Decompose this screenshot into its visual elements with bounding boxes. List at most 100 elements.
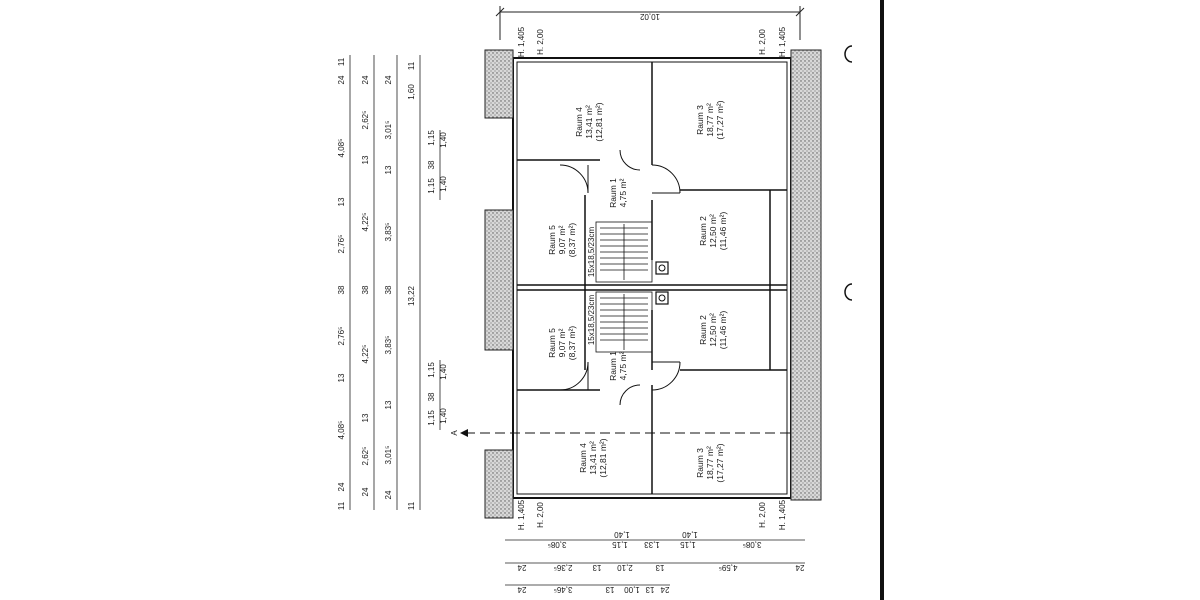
height-mark: H. 1,405	[778, 26, 787, 57]
section-marker: A	[450, 430, 459, 436]
overall-width-label: 10,02	[639, 12, 660, 21]
svg-text:24: 24	[361, 75, 370, 84]
svg-text:2,36⁵: 2,36⁵	[554, 563, 573, 572]
interior-walls	[517, 62, 787, 494]
bottom-dimension-lines	[505, 539, 805, 586]
left-dim-col2: 24 2,62⁵ 13 4,22⁵ 38 4,22⁵ 13 2,62⁵ 24	[361, 75, 370, 496]
svg-text:3,83⁵: 3,83⁵	[384, 336, 393, 355]
svg-text:24: 24	[361, 487, 370, 496]
height-mark: H. 2,00	[758, 502, 767, 528]
svg-text:4,08⁵: 4,08⁵	[337, 139, 346, 158]
svg-text:13: 13	[645, 585, 654, 594]
svg-text:1,40: 1,40	[439, 176, 448, 192]
svg-text:38: 38	[427, 392, 436, 401]
svg-text:Raum 1: Raum 1	[608, 178, 618, 208]
svg-text:24: 24	[517, 585, 526, 594]
svg-text:1,40: 1,40	[682, 530, 698, 539]
section-arrow	[460, 429, 468, 437]
hatched-wall-block	[484, 209, 514, 351]
svg-text:Raum 4: Raum 4	[578, 443, 588, 473]
hatched-wall-block	[484, 49, 514, 119]
svg-text:1,33: 1,33	[644, 540, 660, 549]
svg-text:13,41 m²: 13,41 m²	[588, 441, 598, 475]
height-mark: H. 1,405	[517, 26, 526, 57]
svg-text:4,59⁵: 4,59⁵	[719, 563, 738, 572]
svg-text:38: 38	[361, 285, 370, 294]
svg-text:Raum 3: Raum 3	[695, 105, 705, 135]
svg-text:2,76⁵: 2,76⁵	[337, 235, 346, 254]
svg-text:24: 24	[660, 585, 669, 594]
height-mark: H. 1,405	[517, 499, 526, 530]
svg-text:3,46⁵: 3,46⁵	[554, 585, 573, 594]
svg-text:9,07 m²: 9,07 m²	[557, 225, 567, 254]
svg-text:2,62⁵: 2,62⁵	[361, 447, 370, 466]
svg-text:(11,46 m²): (11,46 m²)	[718, 311, 728, 350]
svg-text:1,15: 1,15	[427, 362, 436, 378]
svg-text:24: 24	[384, 75, 393, 84]
hatched-wall-block	[484, 449, 514, 519]
svg-text:Raum 5: Raum 5	[547, 328, 557, 358]
chimney-flue	[658, 264, 666, 272]
svg-text:4,75 m²: 4,75 m²	[618, 178, 628, 207]
svg-text:24: 24	[795, 563, 804, 572]
svg-text:Raum 1: Raum 1	[608, 351, 618, 381]
svg-text:24: 24	[337, 482, 346, 491]
left-small-dims-bottom: 1,15 1,40 38 1,40 1,15	[427, 362, 448, 426]
chimney-square	[655, 291, 669, 305]
svg-text:13: 13	[384, 165, 393, 174]
chimney-square	[655, 261, 669, 275]
room-label-raum-5-top: Raum 5 9,07 m² (8,37 m²)	[547, 223, 577, 258]
window-marks	[545, 57, 735, 499]
bottom-dim-row1: 3,08⁵ 1,15 1,33 1,15 3,08⁵ 1,40 1,40	[548, 530, 762, 549]
left-dim-col4: 11 1,60 13,22 11	[407, 61, 416, 510]
stair-label: 15x18,5/23cm	[587, 227, 596, 278]
room-label-raum-1-top: Raum 1 4,75 m²	[608, 178, 628, 208]
svg-text:1,40: 1,40	[439, 364, 448, 380]
svg-text:Raum 5: Raum 5	[547, 225, 557, 255]
svg-text:(17,27 m²): (17,27 m²)	[715, 100, 725, 139]
svg-text:3,08⁵: 3,08⁵	[743, 540, 762, 549]
hatched-wall-block	[790, 49, 822, 501]
svg-text:38: 38	[337, 285, 346, 294]
chimney-flue	[658, 294, 666, 302]
svg-text:38: 38	[427, 160, 436, 169]
svg-text:1,15: 1,15	[427, 130, 436, 146]
svg-text:18,77 m²: 18,77 m²	[705, 103, 715, 137]
height-mark: H. 2,00	[536, 502, 545, 528]
svg-text:2,10: 2,10	[617, 563, 633, 572]
overall-width-dimension	[495, 6, 805, 40]
height-mark: H. 1,405	[778, 499, 787, 530]
svg-text:3,08⁵: 3,08⁵	[548, 540, 567, 549]
svg-text:1,40: 1,40	[439, 132, 448, 148]
height-mark: H. 2,00	[758, 29, 767, 55]
svg-text:24: 24	[384, 490, 393, 499]
svg-text:(8,37 m²): (8,37 m²)	[567, 326, 577, 361]
svg-text:3,01⁵: 3,01⁵	[384, 446, 393, 465]
svg-text:11: 11	[407, 61, 416, 70]
svg-text:13: 13	[361, 155, 370, 164]
svg-text:Raum 2: Raum 2	[698, 216, 708, 246]
staircase-lower	[595, 291, 653, 353]
svg-text:13,41 m²: 13,41 m²	[584, 105, 594, 139]
svg-text:1,15: 1,15	[680, 540, 696, 549]
svg-text:13: 13	[384, 400, 393, 409]
svg-text:2,62⁵: 2,62⁵	[361, 111, 370, 130]
svg-text:18,77 m²: 18,77 m²	[705, 446, 715, 480]
room-label-raum-1-bottom: Raum 1 4,75 m²	[608, 351, 628, 381]
svg-text:24: 24	[337, 75, 346, 84]
door-swings	[559, 149, 681, 406]
svg-text:13: 13	[655, 563, 664, 572]
room-label-raum-3-top: Raum 3 18,77 m² (17,27 m²)	[695, 100, 725, 139]
left-small-dims-top: 1,15 1,40 38 1,40 1,15	[427, 130, 448, 194]
svg-text:38: 38	[384, 285, 393, 294]
room-label-raum-4-top: Raum 4 13,41 m² (12,81 m²)	[574, 102, 604, 141]
punch-hole-mark	[844, 283, 853, 301]
svg-text:13,22: 13,22	[407, 285, 416, 306]
svg-text:1,15: 1,15	[612, 540, 628, 549]
svg-text:1,00: 1,00	[624, 585, 640, 594]
left-dim-col1: 11 24 4,08⁵ 13 2,76⁵ 38 2,76⁵ 13 4,08⁵ 2…	[337, 57, 346, 510]
svg-text:(11,46 m²): (11,46 m²)	[718, 212, 728, 251]
svg-text:Raum 2: Raum 2	[698, 315, 708, 345]
svg-text:(12,81 m²): (12,81 m²)	[594, 102, 604, 141]
svg-text:13: 13	[361, 413, 370, 422]
